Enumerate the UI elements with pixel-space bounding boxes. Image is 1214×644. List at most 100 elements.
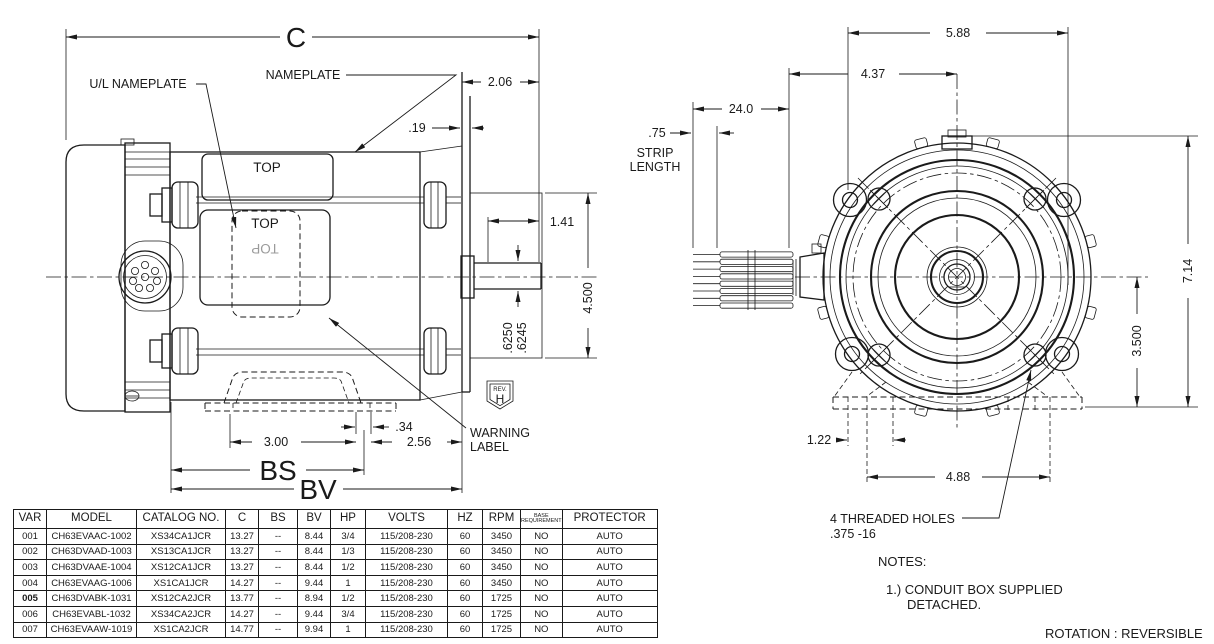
rev-badge-label: REV.	[493, 387, 507, 393]
spec-table-cell: NO	[520, 559, 563, 576]
dim-2-06: 2.06	[462, 75, 539, 89]
spec-table-header-cell: BS	[258, 509, 298, 529]
spec-table-cell: --	[258, 528, 298, 545]
dim-point-19-label: .19	[408, 121, 425, 135]
spec-table-cell: 005	[13, 590, 47, 607]
dim-3-500-label: 3.500	[1130, 325, 1144, 356]
spec-table-cell: 13.27	[225, 528, 259, 545]
dim-24-0-label: 24.0	[729, 102, 753, 116]
ul-nameplate-top-text: TOP	[251, 216, 279, 231]
spec-table-cell: --	[258, 543, 298, 561]
warning-label-callout: WARNING LABEL	[328, 317, 530, 454]
spec-table-cell: NO	[520, 543, 563, 561]
spec-table-cell: XS13CA1JCR	[136, 543, 226, 561]
spec-table-header-cell: CATALOG NO.	[136, 509, 226, 529]
dim-24-0: 24.0	[692, 102, 789, 248]
spec-table-cell: XS12CA1JCR	[136, 559, 226, 576]
spec-table-cell: 8.94	[297, 590, 331, 607]
ul-nameplate: TOP TOP	[199, 209, 331, 318]
spec-table-cell: 13.77	[225, 590, 259, 607]
spec-table-cell: 3450	[482, 559, 521, 576]
spec-table-cell: 1	[330, 574, 366, 592]
spec-table-cell: AUTO	[561, 621, 658, 639]
spec-table-cell: AUTO	[561, 528, 658, 545]
front-view: 5.88 4.37 24.0 .75 STRIP LENGTH	[630, 26, 1198, 541]
nameplate: TOP	[201, 153, 334, 201]
spec-table-header-cell: C	[225, 509, 259, 529]
spec-table-cell: 1725	[482, 590, 521, 607]
note-1-line2: DETACHED.	[907, 597, 981, 612]
spec-table-cell: XS1CA2JCR	[136, 621, 226, 639]
spec-table-cell: 1725	[482, 605, 521, 623]
spec-table-cell: NO	[520, 590, 563, 607]
dim-bv: BV	[171, 392, 463, 505]
spec-table-cell: CH63DVAAD-1003	[46, 543, 137, 561]
spec-table-cell: --	[258, 621, 298, 639]
spec-table-cell: XS34CA1JCR	[136, 528, 226, 545]
ul-nameplate-callout: U/L NAMEPLATE	[89, 77, 237, 229]
nameplate-callout-label: NAMEPLATE	[266, 68, 341, 82]
strip-length-line2: LENGTH	[630, 160, 681, 174]
spec-table-cell: 003	[13, 559, 47, 576]
spec-table-header-cell: VAR	[13, 509, 47, 529]
spec-table-cell: 007	[13, 621, 47, 639]
rim-tabs	[817, 137, 1097, 417]
nameplate-top-text: TOP	[253, 160, 281, 175]
dim-2-06-label: 2.06	[488, 75, 512, 89]
notes-heading: NOTES:	[878, 554, 926, 569]
dim-c-label: C	[286, 22, 306, 53]
dim-5-88-label: 5.88	[946, 26, 970, 40]
spec-table-cell: 115/208-230	[365, 559, 448, 576]
spec-table-cell: 002	[13, 543, 47, 561]
spec-table-cell: CH63EVAAG-1006	[46, 574, 137, 592]
dim-point-19: .19	[408, 121, 484, 135]
spec-table-cell: 14.77	[225, 621, 259, 639]
spec-table-cell: 8.44	[297, 559, 331, 576]
dim-1-41-label: 1.41	[550, 215, 574, 229]
spec-table-cell: --	[258, 590, 298, 607]
dim-strip-length: .75 STRIP LENGTH	[630, 126, 734, 248]
side-view: TOP TOP TOP C	[46, 22, 600, 505]
spec-table-cell: 60	[447, 590, 483, 607]
note-1-line1: 1.) CONDUIT BOX SUPPLIED	[886, 582, 1063, 597]
dim-bv-label: BV	[299, 474, 337, 505]
spec-table-cell: 3450	[482, 574, 521, 592]
dim-c: C	[65, 22, 540, 262]
spec-table-cell: 9.44	[297, 605, 331, 623]
spec-table-header-cell: BASE REQUIREMENT	[520, 509, 563, 529]
motor-connector	[118, 240, 184, 312]
threaded-holes-line2: .375 -16	[830, 527, 876, 541]
dim-1-41: 1.41	[487, 215, 574, 262]
spec-table-cell: 13.27	[225, 543, 259, 561]
dim-4-88-label: 4.88	[946, 470, 970, 484]
strip-length-line1: STRIP	[637, 146, 674, 160]
spec-table-header-cell: PROTECTOR	[561, 509, 658, 529]
spec-table-cell: 60	[447, 543, 483, 561]
spec-table-cell: 115/208-230	[365, 621, 448, 639]
spec-table-cell: 9.94	[297, 621, 331, 639]
ul-nameplate-callout-label: U/L NAMEPLATE	[89, 77, 186, 91]
spec-table-cell: 14.27	[225, 605, 259, 623]
spec-table-cell: 115/208-230	[365, 590, 448, 607]
rev-badge-value: H	[496, 392, 505, 406]
dim-3-00: 3.00	[229, 414, 356, 449]
dim-point-75-label: .75	[648, 126, 665, 140]
phantom-base	[204, 371, 397, 412]
spec-table-header-cell: MODEL	[46, 509, 137, 529]
spec-table-cell: CH63EVAAC-1002	[46, 528, 137, 545]
spec-table-cell: 1725	[482, 621, 521, 639]
spec-table-header-cell: HP	[330, 509, 366, 529]
spec-table-cell: 115/208-230	[365, 528, 448, 545]
dim-point-34: .34	[341, 412, 413, 434]
rotation-note: ROTATION : REVERSIBLE	[1045, 626, 1203, 641]
spec-table-cell: --	[258, 574, 298, 592]
spec-table-cell: AUTO	[561, 543, 658, 561]
